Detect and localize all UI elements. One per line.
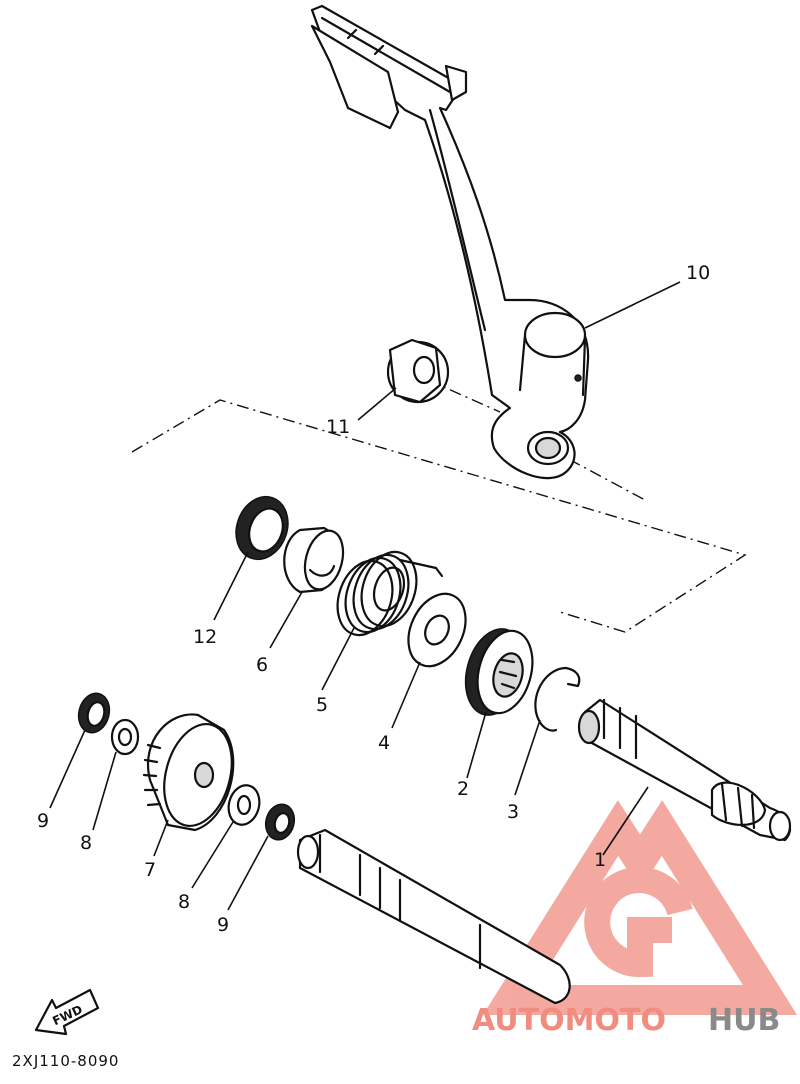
washer-4 [407,592,467,668]
callout-8-left: 8 [80,832,92,854]
callout-11: 11 [326,416,350,438]
callout-12: 12 [193,626,217,648]
washer-8-left [110,718,140,756]
callout-1: 1 [594,849,606,871]
ratchet-wheel-2 [464,628,534,716]
callout-2: 2 [457,778,469,800]
watermark-logo-icon [482,800,798,1015]
circlip-3 [534,666,581,732]
callout-8-right: 8 [178,891,190,913]
axis-line-upper [427,379,501,413]
callout-7: 7 [144,859,156,881]
idler-shaft [296,828,571,1005]
leader-lines [49,281,681,911]
callout-6: 6 [256,654,268,676]
torsion-spring-5 [336,550,444,637]
watermark-text-suffix: HUB [708,1003,780,1038]
pedal-collar-11 [386,338,450,404]
callout-4: 4 [378,732,390,754]
callout-10: 10 [686,262,710,284]
callout-9-right: 9 [217,914,229,936]
spring-guide-6 [283,526,345,594]
kick-crank-arm [310,4,590,480]
circlip-9-left [77,692,111,734]
circlip-9-right [264,803,296,841]
drawing-code: 2XJ110-8090 [12,1052,119,1070]
washer-8-right [227,784,261,826]
callout-3: 3 [507,801,519,823]
watermark-text-main: AUTOMOTO [472,1003,666,1038]
idler-gear-7 [142,713,235,832]
assembly-frame-outline [131,399,747,633]
callout-5: 5 [316,694,328,716]
oil-seal-12 [235,495,289,561]
fwd-arrow-icon: FWD [34,988,100,1036]
callout-9-left: 9 [37,810,49,832]
kick-axle-1 [577,698,792,842]
